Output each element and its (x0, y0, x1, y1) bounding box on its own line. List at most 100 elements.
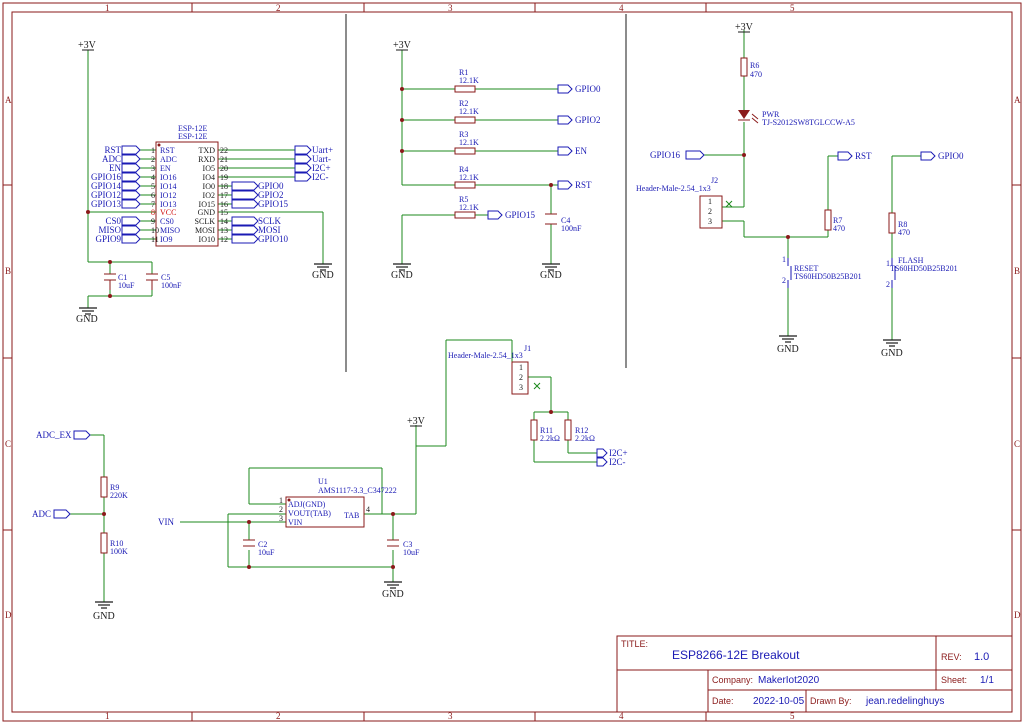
esp-pin-name-io9: IO9 (160, 235, 172, 244)
esp-pin-num-8: 8 (151, 208, 155, 217)
j1-ref: J1 (524, 344, 531, 353)
gnd-label-2: GND (312, 270, 334, 281)
frame-row-b-right: B (1014, 266, 1020, 276)
esp-pin-name-io16: IO16 (160, 173, 176, 182)
frame-row-d-right: D (1014, 610, 1021, 620)
company-name: MakerIot2020 (758, 675, 820, 686)
voltage-regulator (243, 496, 399, 547)
revision: 1.0 (974, 651, 989, 663)
r7-value: 470 (833, 224, 845, 233)
esp-pin-num-15: 15 (220, 208, 228, 217)
esp-net-sclk: SCLK (258, 216, 282, 226)
esp-net-i2cplus: I2C+ (312, 163, 331, 173)
r5-ref: R5 (459, 195, 468, 204)
esp-pin-name-en: EN (160, 164, 171, 173)
j2-pin-3: 3 (708, 217, 712, 226)
esp-pin-name-cs0: CS0 (160, 217, 174, 226)
net-gpio16-j2: GPIO16 (650, 150, 681, 160)
led-value: TJ-S2012SW8TGLCCW-A5 (762, 118, 855, 127)
sheet-number: 1/1 (980, 675, 994, 686)
frame-col-2-bottom: 2 (276, 711, 281, 721)
esp-pin-num-6: 6 (151, 191, 155, 200)
r9-value: 220K (110, 491, 128, 500)
esp-net-gpio15: GPIO15 (258, 199, 289, 209)
esp-pin-num-22: 22 (220, 146, 228, 155)
esp-pin-name-io13: IO13 (160, 200, 176, 209)
net-rst-r7: RST (855, 151, 872, 161)
frame-col-5-top: 5 (790, 3, 795, 13)
flash-button-ref: FLASH (898, 256, 924, 265)
frame-col-5-bottom: 5 (790, 711, 795, 721)
vcc-3v-label-3: +3V (735, 22, 754, 33)
esp-net-gpio14: GPIO14 (91, 181, 122, 191)
sheet-label: Sheet: (941, 675, 967, 685)
r8-ref: R8 (898, 220, 907, 229)
gnd-label-1: GND (76, 314, 98, 325)
esp-net-i2cminus: I2C- (312, 172, 329, 182)
esp-pin-name-io14: IO14 (160, 182, 176, 191)
r1-value: 12.1K (459, 76, 479, 85)
gnd-label-6: GND (881, 348, 903, 359)
net-rst-r4: RST (575, 180, 592, 190)
esp-pin-name-adc: ADC (160, 155, 177, 164)
esp-pin-num-11: 11 (151, 235, 159, 244)
u1-pin-vout: VOUT(TAB) (288, 509, 331, 518)
r2-value: 12.1K (459, 107, 479, 116)
j2-ref: J2 (711, 176, 718, 185)
esp-net-gpio2: GPIO2 (258, 190, 284, 200)
r11-value: 2.2kΩ (540, 434, 560, 443)
u1-pin-num-4: 4 (366, 505, 370, 514)
frame-row-b-left: B (5, 266, 11, 276)
gnd-label-5: GND (777, 344, 799, 355)
u1-pin-adj: ADJ(GND) (288, 500, 326, 509)
esp-pin-num-14: 14 (220, 217, 228, 226)
u1-pin-tab: TAB (344, 511, 359, 520)
r7-ref: R7 (833, 216, 842, 225)
esp-pin-num-12: 12 (220, 235, 228, 244)
esp-pin-num-20: 20 (220, 164, 228, 173)
adc-divider (100, 476, 108, 554)
r3-value: 12.1K (459, 138, 479, 147)
esp-pin-num-16: 16 (220, 200, 228, 209)
esp-pin-num-3: 3 (151, 164, 155, 173)
esp-pin-num-21: 21 (220, 155, 228, 164)
wires (70, 30, 921, 602)
net-gpio0-r1: GPIO0 (575, 84, 601, 94)
gnd-label-8: GND (382, 589, 404, 600)
gnd-label-7: GND (93, 611, 115, 622)
c3-ref: C3 (403, 540, 412, 549)
esp-pin-name-io4: IO4 (203, 173, 215, 182)
u1-pin-num-3: 3 (279, 514, 283, 523)
led-ref: PWR (762, 110, 780, 119)
vcc-3v-label-4: +3V (407, 416, 426, 427)
reset-button-value: TS60HD50B25B201 (794, 272, 862, 281)
net-vin: VIN (158, 517, 174, 527)
r10-value: 100K (110, 547, 128, 556)
esp-pin-name-io10: IO10 (199, 235, 215, 244)
r12-ref: R12 (575, 426, 588, 435)
frame-row-a-right: A (1014, 95, 1021, 105)
esp-net-gpio16: GPIO16 (91, 172, 122, 182)
esp-pin-name-vcc: VCC (160, 208, 176, 217)
net-i2c-plus: I2C+ (609, 448, 628, 458)
esp-net-gpio12: GPIO12 (91, 190, 121, 200)
c5-value: 100nF (161, 281, 182, 290)
esp-pin-num-9: 9 (151, 217, 155, 226)
esp-value: ESP-12E (178, 132, 207, 141)
r4-ref: R4 (459, 165, 468, 174)
esp-pin-name-io15: IO15 (199, 200, 215, 209)
gnd-label-3: GND (391, 270, 413, 281)
company-label: Company: (712, 675, 753, 685)
frame-col-1-top: 1 (105, 3, 110, 13)
c4-ref: C4 (561, 216, 570, 225)
flash-pin-2: 2 (886, 280, 890, 289)
junction-dots (86, 87, 790, 569)
c3-value: 10uF (403, 548, 420, 557)
frame-row-c-right: C (1014, 439, 1020, 449)
net-i2c-minus: I2C- (609, 457, 626, 467)
esp-net-gpio10: GPIO10 (258, 234, 289, 244)
net-gpio0-r8: GPIO0 (938, 151, 964, 161)
u1-pin-num-2: 2 (279, 505, 283, 514)
j2-pin-2: 2 (708, 207, 712, 216)
